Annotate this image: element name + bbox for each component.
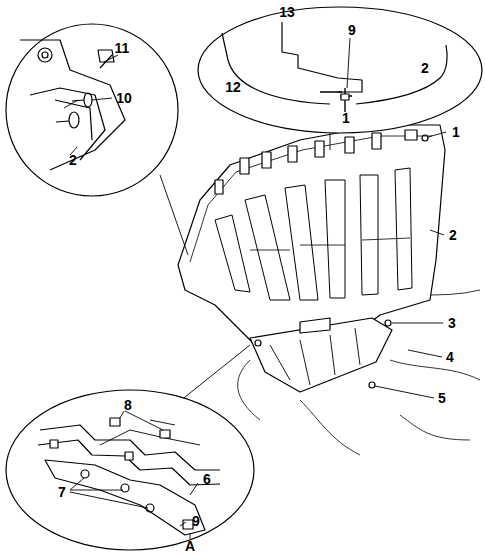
callout-number: 2: [69, 153, 77, 167]
callout-number: A: [185, 539, 195, 553]
callout-number: 2: [449, 228, 457, 242]
callout-number: 6: [203, 472, 211, 486]
callout-number: 4: [446, 350, 454, 364]
callout-number: 11: [115, 41, 130, 55]
callout-number: 5: [438, 391, 446, 405]
callout-number: 8: [124, 398, 132, 412]
callout-number: 9: [192, 514, 200, 528]
callout-number: 7: [58, 485, 66, 499]
callout-number: 2: [421, 61, 429, 75]
callout-number: 9: [348, 23, 356, 37]
callout-number: 12: [225, 80, 241, 94]
callout-number: 3: [448, 316, 456, 330]
callout-number: 13: [279, 5, 295, 19]
callout-number: 10: [116, 91, 132, 105]
callout-number: 1: [452, 125, 460, 139]
callout-number: 1: [342, 111, 350, 125]
